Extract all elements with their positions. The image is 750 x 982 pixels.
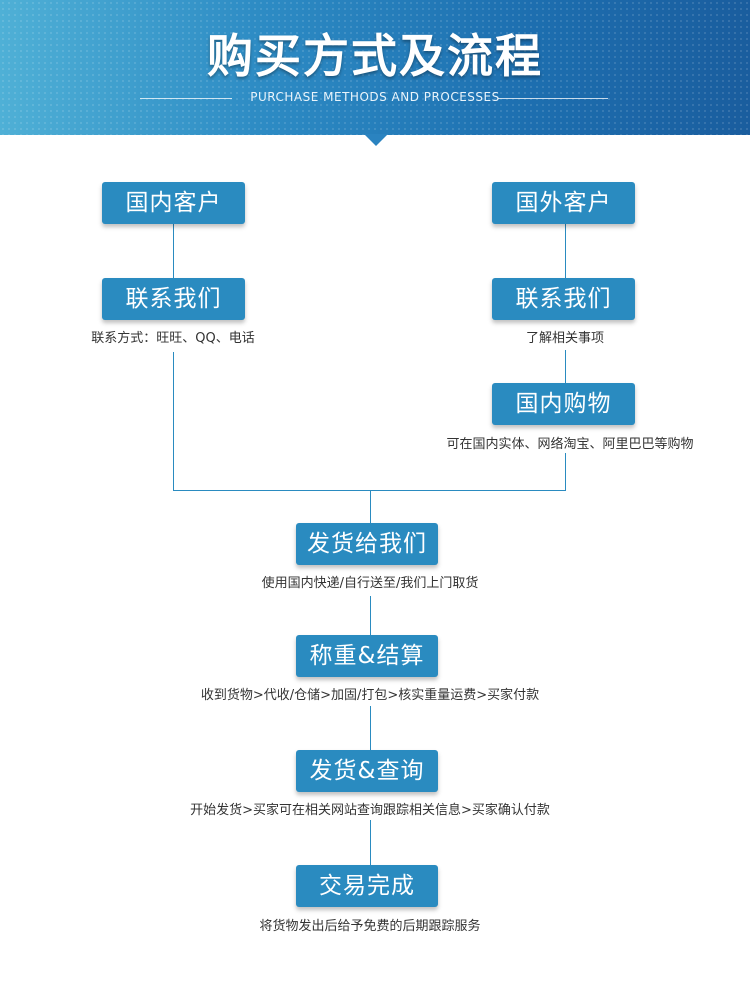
subtitle-rule-right xyxy=(498,98,608,99)
ship-to-us-box: 发货给我们 xyxy=(296,523,438,565)
header-banner: 购买方式及流程 PURCHASE METHODS AND PROCESSES xyxy=(0,0,750,135)
banner-dot-pattern xyxy=(0,0,750,135)
contact-note: 联系方式：旺旺、QQ、电话 xyxy=(91,331,255,346)
weigh-note: 收到货物>代收/仓储>加固/打包>核实重量运费>买家付款 xyxy=(200,688,540,703)
domestic-customer-box: 国内客户 xyxy=(102,182,245,224)
contact-us-left-box: 联系我们 xyxy=(102,278,245,320)
ship-note: 使用国内快递/自行送至/我们上门取货 xyxy=(261,576,479,591)
connector-line xyxy=(370,820,371,866)
shopping-note: 可在国内实体、网络淘宝、阿里巴巴等购物 xyxy=(446,437,694,452)
page-subtitle: PURCHASE METHODS AND PROCESSES xyxy=(250,90,500,104)
query-note: 开始发货>买家可在相关网站查询跟踪相关信息>买家确认付款 xyxy=(190,803,550,818)
connector-line xyxy=(370,706,371,750)
complete-box: 交易完成 xyxy=(296,865,438,907)
connector-line xyxy=(173,222,174,280)
banner-pointer-arrow xyxy=(364,134,388,146)
connector-line xyxy=(173,490,566,491)
connector-line xyxy=(565,222,566,280)
contact-us-right-box: 联系我们 xyxy=(492,278,635,320)
complete-note: 将货物发出后给予免费的后期跟踪服务 xyxy=(259,919,481,934)
page-title: 购买方式及流程 xyxy=(207,29,543,83)
foreign-customer-box: 国外客户 xyxy=(492,182,635,224)
domestic-shopping-box: 国内购物 xyxy=(492,383,635,425)
connector-line xyxy=(565,350,566,384)
connector-line xyxy=(370,596,371,636)
understand-note: 了解相关事项 xyxy=(525,331,604,346)
weigh-settle-box: 称重&结算 xyxy=(296,635,438,677)
ship-query-box: 发货&查询 xyxy=(296,750,438,792)
subtitle-rule-left xyxy=(140,98,232,99)
connector-line xyxy=(173,352,174,490)
connector-line xyxy=(565,453,566,490)
connector-line xyxy=(370,490,371,524)
